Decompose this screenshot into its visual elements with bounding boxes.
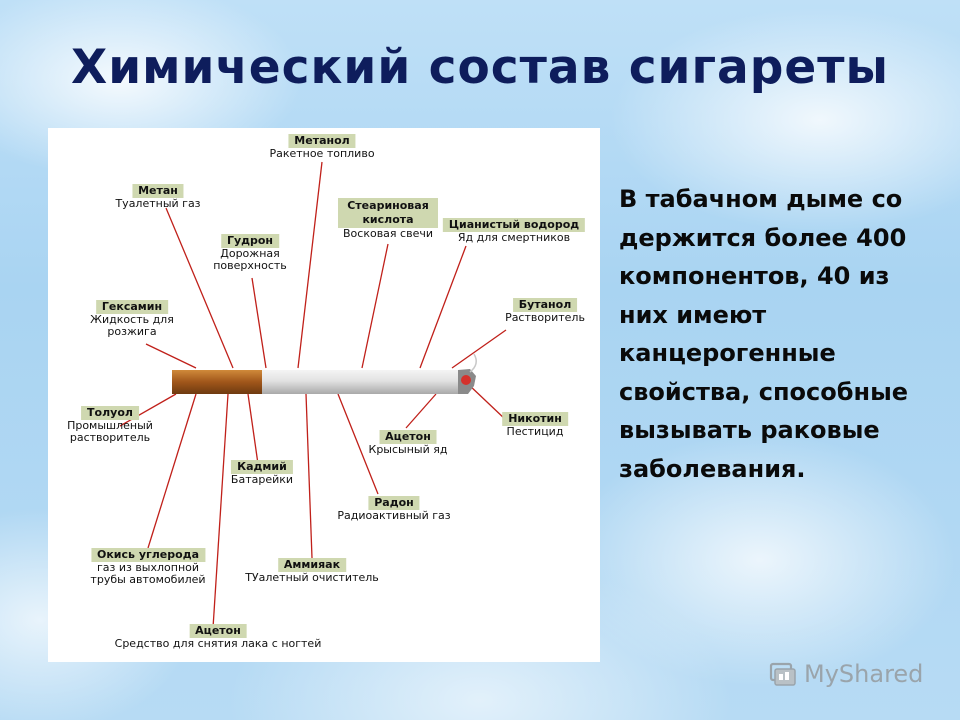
label-co: Окись углерода газ из выхлопной трубы ав…: [90, 548, 206, 586]
label-methane: Метан Туалетный газ: [115, 184, 201, 210]
cigarette: [172, 353, 477, 394]
cigarette-diagram: Метанол Ракетное топливо Метан Туалетный…: [48, 128, 600, 662]
line-radon: [337, 393, 379, 495]
label-cadmium: Кадмий Батарейки: [230, 460, 294, 486]
line-methanol: [297, 161, 323, 369]
line-cadmium: [247, 393, 259, 465]
label-acetone-1: Ацетон Крысыный яд: [368, 430, 448, 456]
line-acetone2: [212, 393, 229, 629]
line-hexamine: [145, 343, 197, 369]
cigarette-ember: [461, 375, 471, 385]
diagram-graphic: [119, 161, 507, 629]
label-tar: Гудрон Дорожная поверхность: [213, 234, 287, 272]
label-ammonia: Аммияак ТУалетный очиститель: [245, 558, 379, 584]
line-tar: [251, 277, 267, 369]
label-methanol: Метанол Ракетное топливо: [269, 134, 375, 160]
label-hcn: Цианистый водород Яд для смертников: [442, 218, 586, 244]
line-ammonia: [305, 393, 313, 559]
label-radon: Радон Радиоактивный газ: [337, 496, 451, 522]
cigarette-filter: [172, 370, 262, 394]
cigarette-paper: [262, 370, 458, 394]
slide-title: Химический состав сигареты: [70, 40, 890, 95]
myshared-logo[interactable]: MyShared: [768, 656, 923, 692]
smoke-wisp: [469, 353, 477, 373]
myshared-logo-icon: [769, 662, 796, 686]
label-nicotine: Никотин Пестицид: [502, 412, 568, 438]
label-toluene: Толуол Промышленый растворитель: [67, 406, 153, 444]
line-co: [147, 393, 197, 549]
side-text: В табачном дыме со держится более 400 ко…: [619, 185, 909, 483]
label-stearin: Стеариновая кислота Восковая свечи: [338, 198, 438, 240]
label-butane: Бутанол Растворитель: [505, 298, 585, 324]
line-methane: [165, 207, 234, 369]
line-toluene: [119, 393, 177, 427]
myshared-logo-text: MyShared: [804, 660, 924, 688]
line-stearin: [361, 243, 389, 369]
line-hcn: [419, 245, 467, 369]
leader-lines: [119, 161, 507, 629]
line-acetone1: [405, 393, 437, 429]
label-acetone-2: Ацетон Средство для снятия лака с ногтей: [114, 624, 322, 650]
label-hexamine: Гексамин Жидкость для розжига: [90, 300, 174, 338]
line-nicotine: [467, 383, 507, 421]
line-butane: [451, 329, 507, 369]
